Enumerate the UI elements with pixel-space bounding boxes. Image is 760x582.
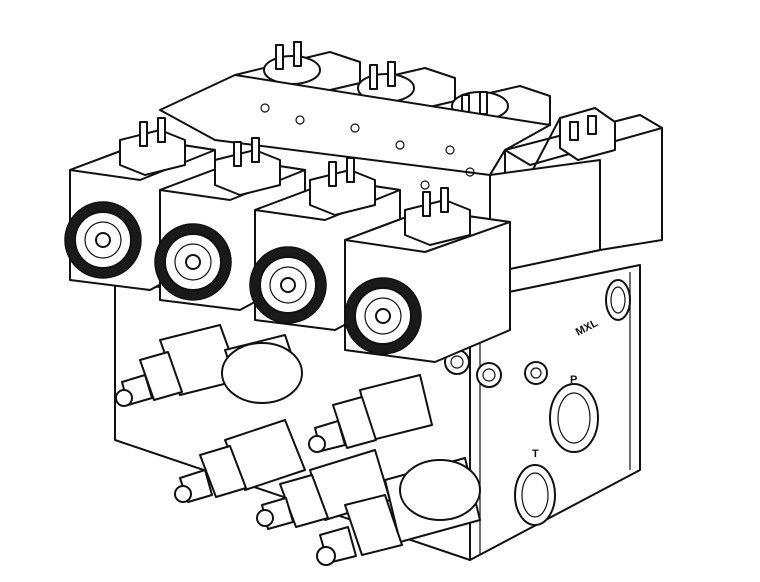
cartridge-valve-2 xyxy=(174,419,306,503)
cartridge-valve-1 xyxy=(115,324,241,407)
knob-1 xyxy=(64,201,142,279)
knob-3 xyxy=(249,246,327,324)
port-p xyxy=(549,383,599,453)
knob-4 xyxy=(344,277,422,355)
knob-2 xyxy=(154,223,232,301)
cartridge-valve-5 xyxy=(316,457,481,566)
solenoid-4-front xyxy=(344,187,511,363)
port-mxl xyxy=(605,279,631,321)
label-p: P xyxy=(570,374,577,386)
port-t xyxy=(514,464,556,526)
plug-cylinder xyxy=(221,334,303,404)
cartridge-valve-3 xyxy=(308,374,433,453)
label-t: T xyxy=(532,448,539,460)
